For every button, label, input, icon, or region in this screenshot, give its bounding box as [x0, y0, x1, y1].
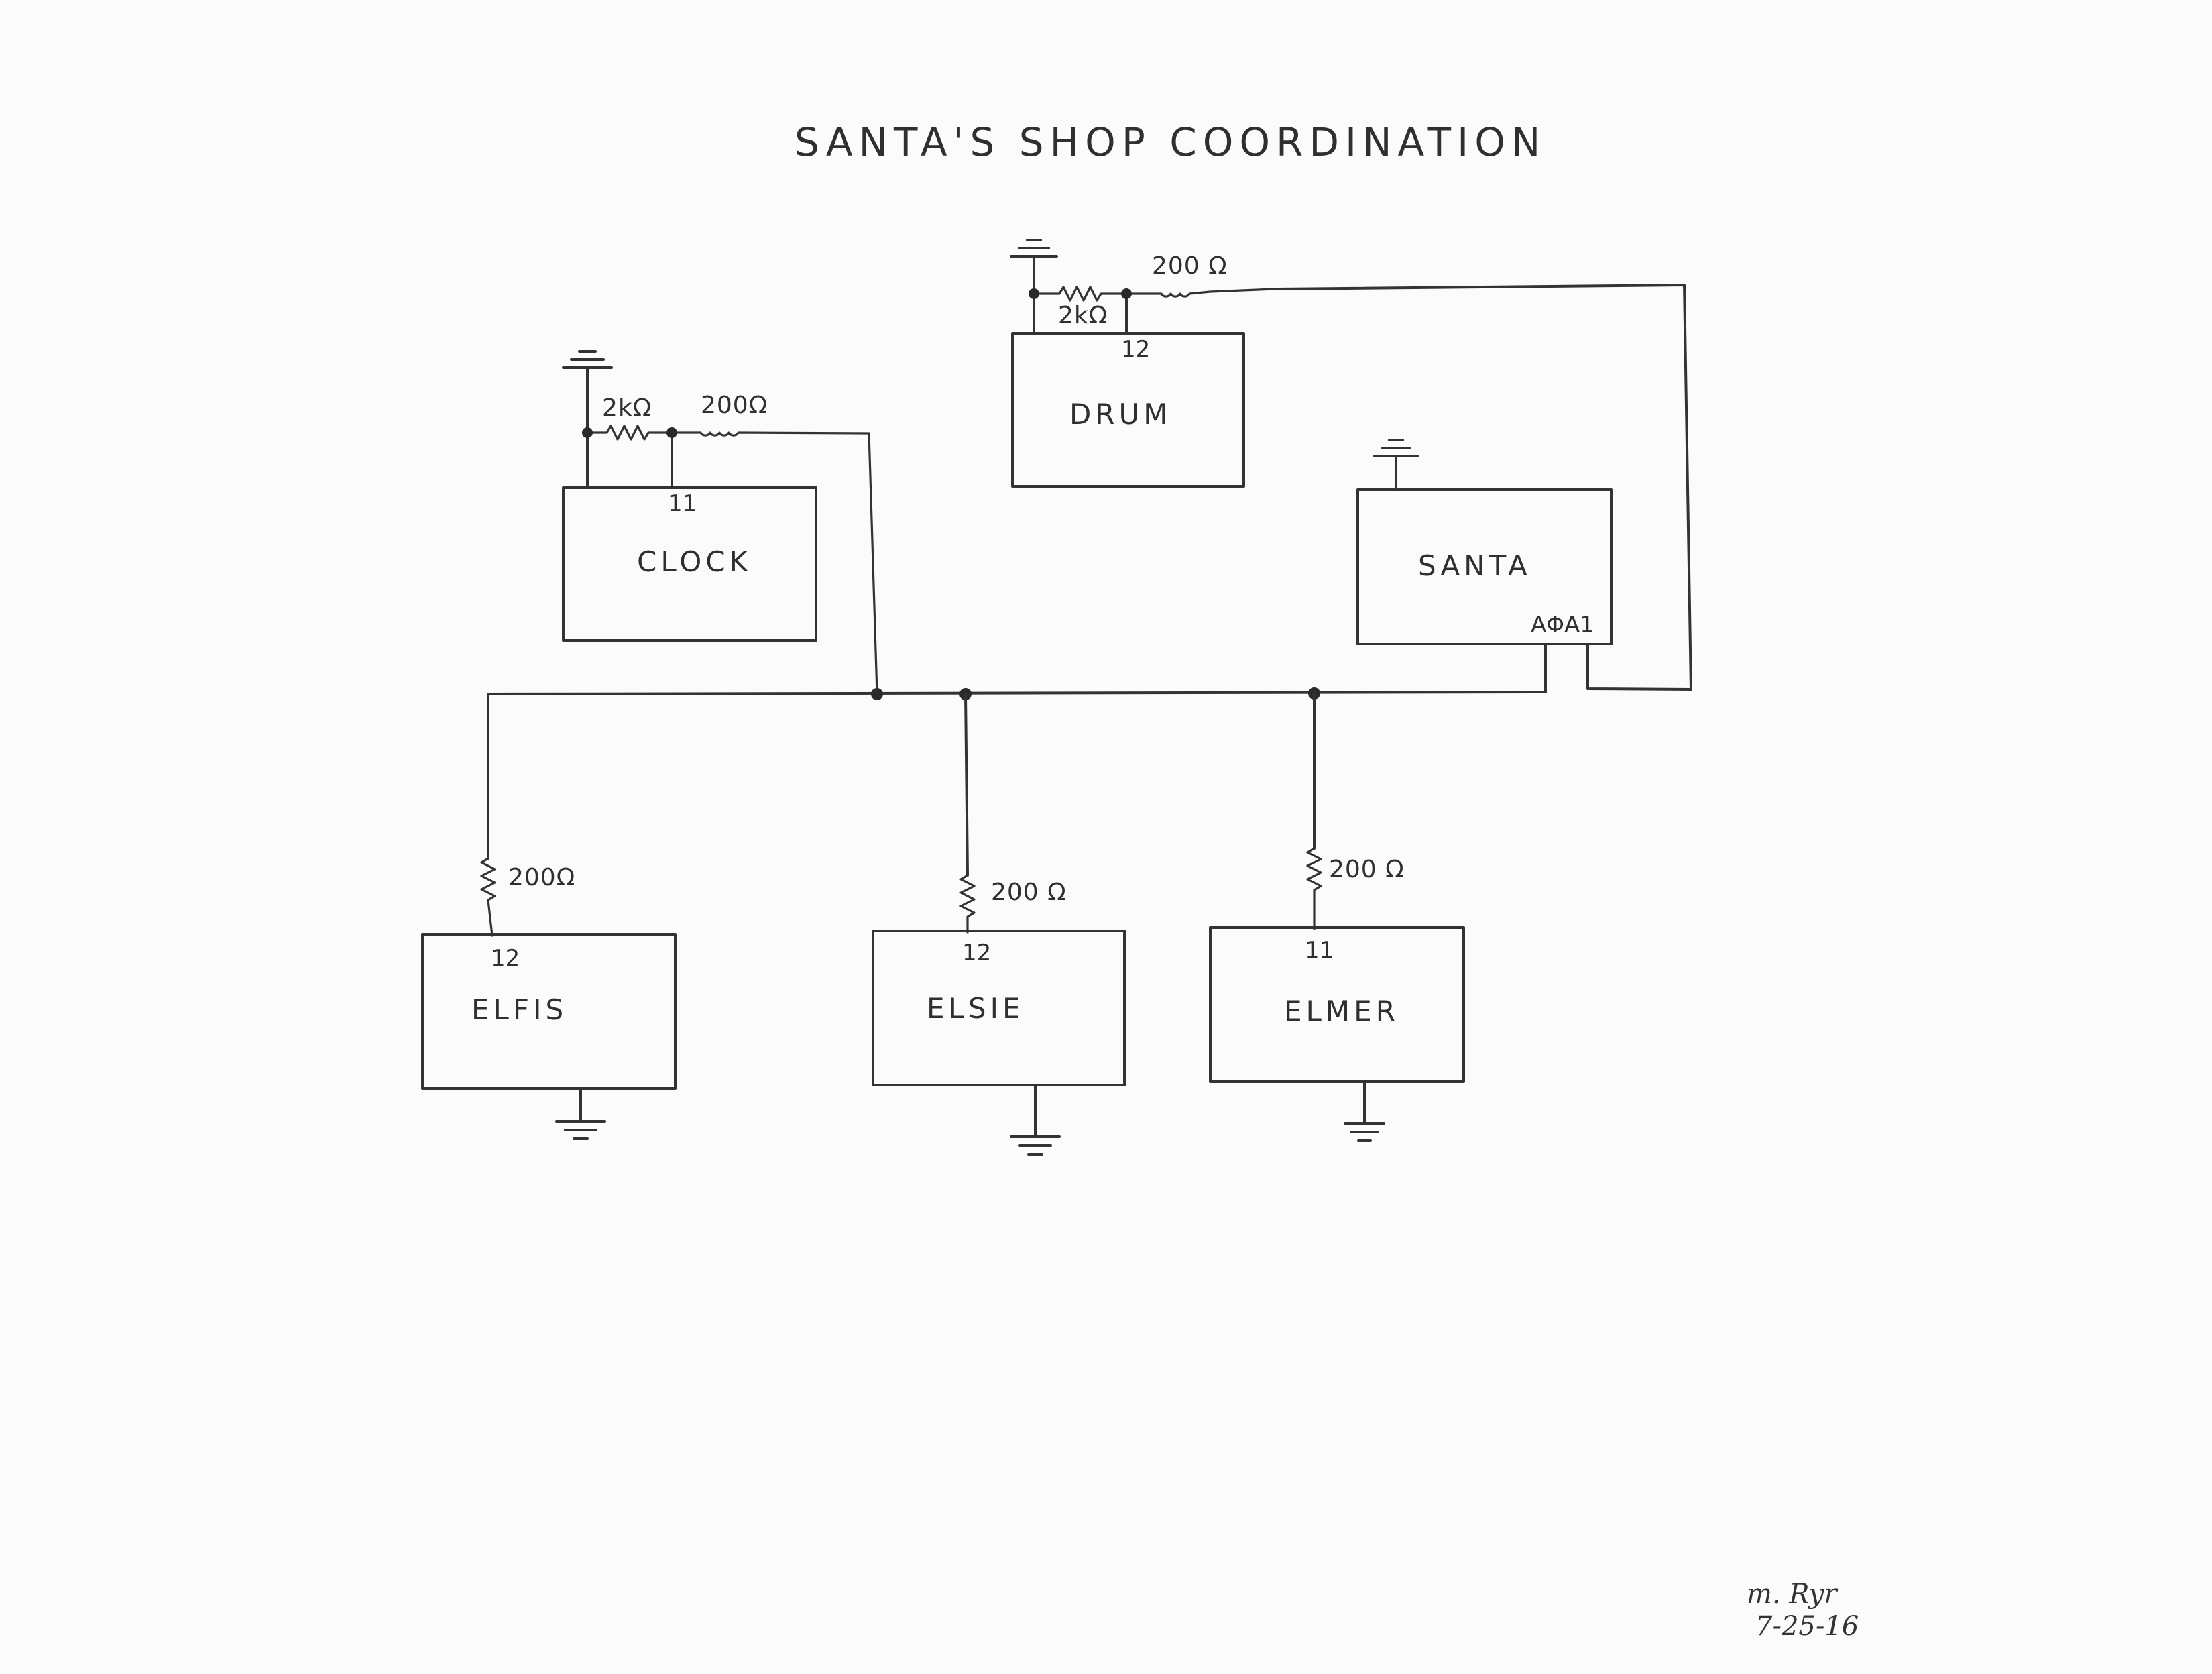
santa-label: SANTA: [1418, 549, 1531, 582]
elsie-series-label: 200 Ω: [991, 879, 1067, 906]
elsie-block: [872, 930, 1126, 1086]
signature-date: 7-25-16: [1755, 1611, 1859, 1642]
drum-series-label: 200 Ω: [1152, 252, 1228, 280]
drum-pulldown-resistor: [1033, 286, 1128, 302]
elfis-block: [421, 933, 677, 1090]
elmer-ground-symbol: [1344, 1080, 1385, 1142]
elsie-series-resistor: [959, 874, 976, 934]
drum-to-santa-a1-wire: [1273, 284, 1692, 691]
clock-pulldown-resistor: [586, 425, 673, 441]
santa-pin-labels: AΦA1: [1531, 612, 1594, 638]
santa-block: [1356, 488, 1613, 645]
drum-junction-right: [1121, 288, 1132, 299]
clock-pin-label: 11: [668, 490, 697, 517]
drum-junction-left: [1029, 288, 1039, 299]
signature-initials: m. Ryr: [1747, 1579, 1839, 1610]
clock-junction-right: [666, 427, 677, 438]
elsie-drop-wire: [964, 693, 969, 877]
elfis-pin-label: 12: [491, 945, 520, 972]
elsie-pin-label: 12: [962, 940, 991, 966]
clock-ground-symbol: [562, 350, 613, 434]
drum-pulldown-label: 2kΩ: [1058, 302, 1108, 329]
elsie-label: ELSIE: [927, 992, 1025, 1025]
santa-ground-symbol: [1373, 439, 1419, 491]
clock-series-label: 200Ω: [701, 392, 768, 419]
clock-pulldown-label: 2kΩ: [602, 394, 652, 422]
drum-block: [1011, 332, 1245, 488]
elmer-label: ELMER: [1284, 995, 1399, 1027]
main-bus-wire: [487, 691, 1547, 695]
drum-label: DRUM: [1069, 398, 1172, 431]
elmer-pin-label: 11: [1305, 937, 1334, 964]
clock-junction-left: [582, 427, 593, 438]
elfis-series-label: 200Ω: [508, 864, 575, 891]
drum-ground-symbol: [1010, 239, 1058, 295]
elsie-ground-symbol: [1010, 1084, 1061, 1156]
clock-series-resistor: [671, 431, 878, 695]
diagram-title: SANTA'S SHOP COORDINATION: [795, 119, 1546, 165]
drum-pin-label: 12: [1121, 336, 1150, 363]
elmer-series-label: 200 Ω: [1329, 856, 1405, 883]
elmer-block: [1209, 926, 1465, 1083]
elfis-label: ELFIS: [471, 993, 567, 1026]
drum-series-resistor: [1125, 288, 1275, 298]
elfis-ground-symbol: [555, 1087, 606, 1140]
elfis-series-resistor: [480, 857, 496, 937]
clock-block: [562, 486, 817, 642]
clock-label: CLOCK: [637, 545, 752, 578]
bus-junction-clock: [871, 688, 883, 700]
elmer-series-resistor: [1306, 847, 1322, 930]
